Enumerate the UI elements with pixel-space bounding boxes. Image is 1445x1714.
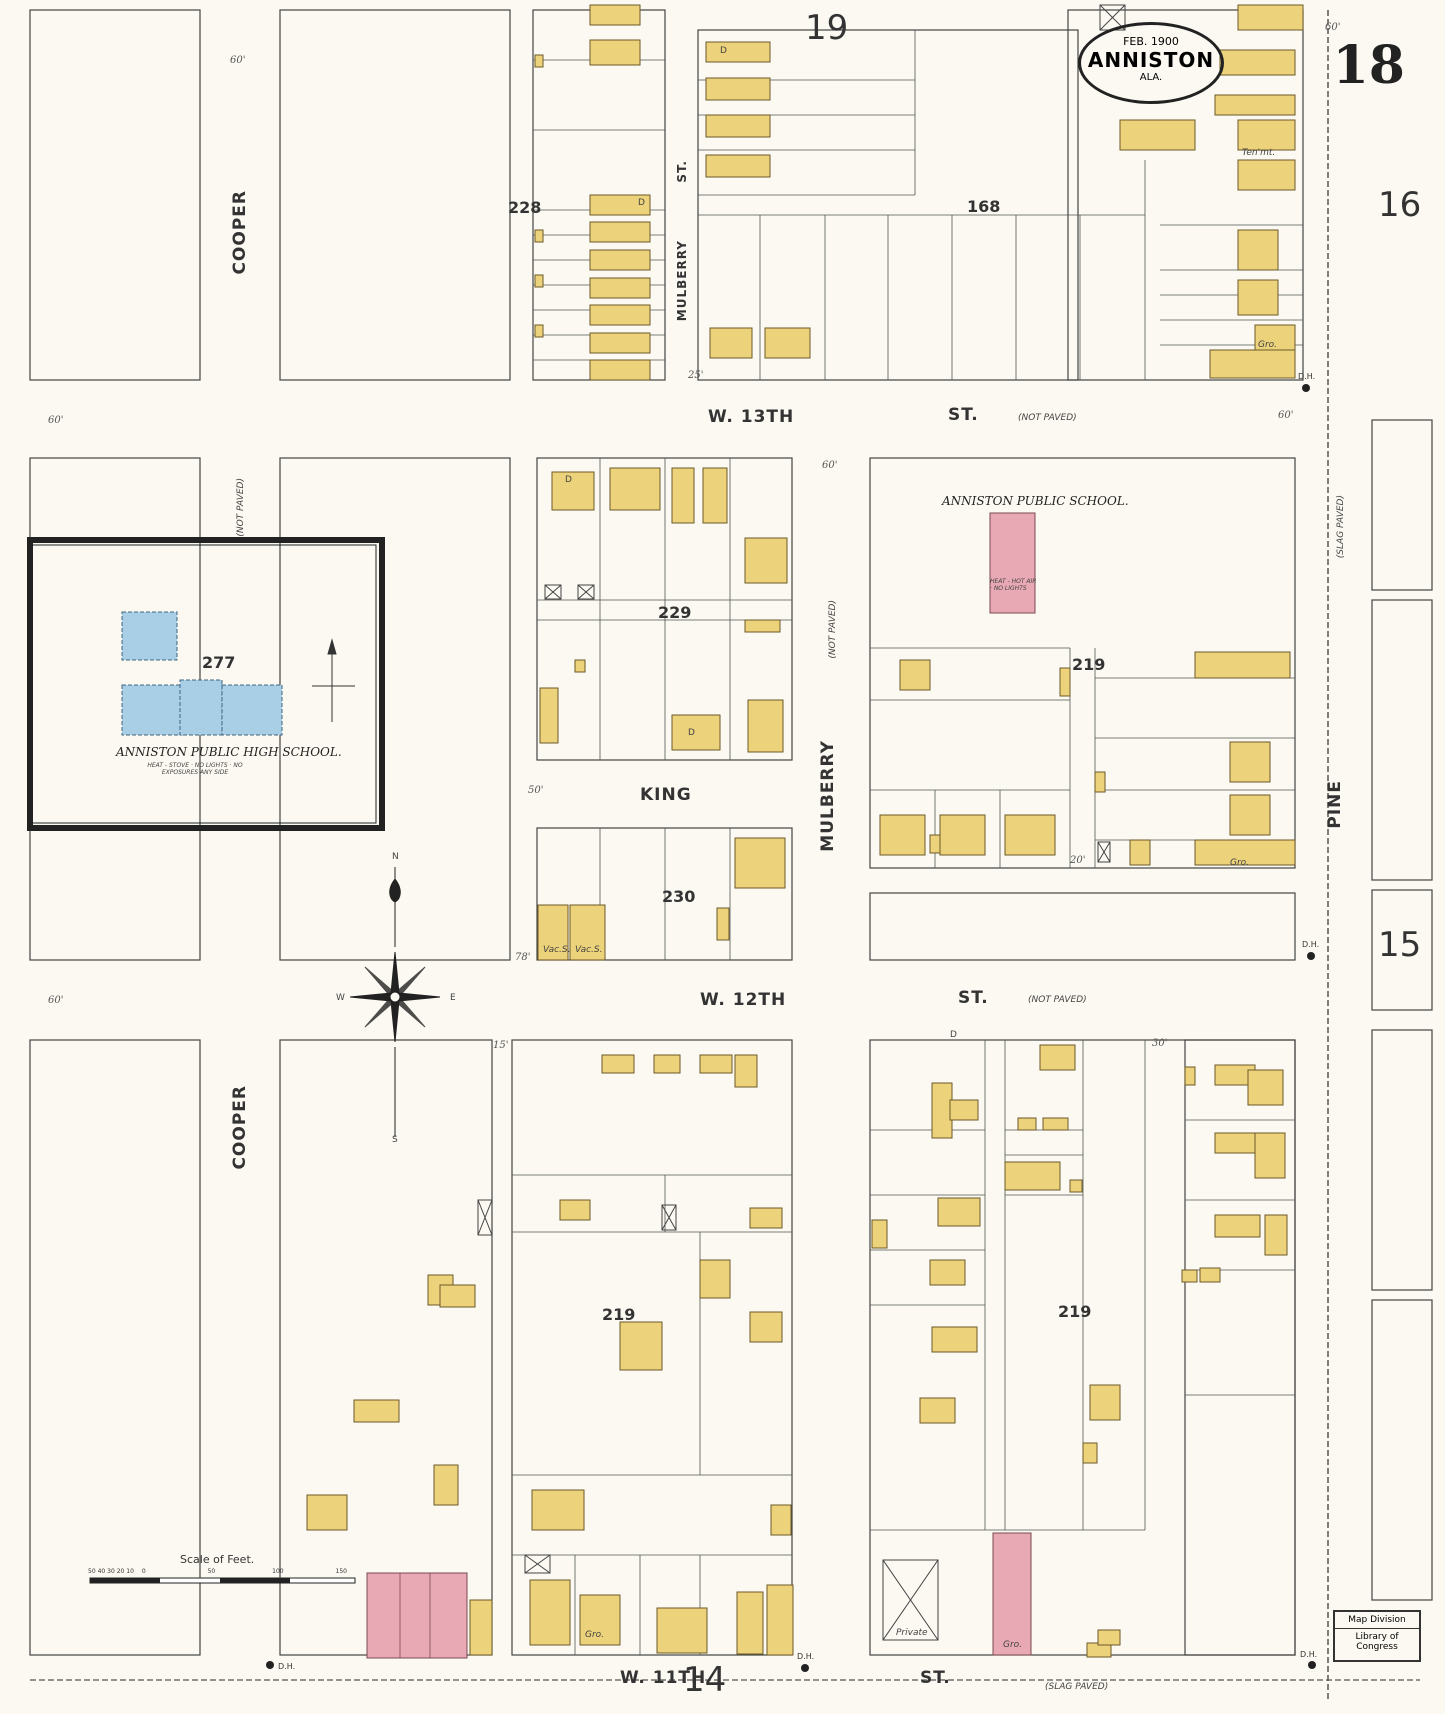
not-paved-w13: (NOT PAVED) bbox=[1018, 413, 1077, 423]
compass-rose bbox=[349, 867, 441, 1137]
tenement-label: Ten'mt. bbox=[1242, 148, 1276, 158]
map-state: ALA. bbox=[1139, 72, 1163, 83]
dwelling-label: D bbox=[720, 46, 727, 56]
dwelling-label: D bbox=[688, 728, 695, 738]
lot-width-label: 20' bbox=[1070, 855, 1086, 866]
scale-tick: 40 bbox=[97, 1568, 106, 1575]
compass-s: S bbox=[392, 1135, 398, 1145]
street-w12: W. 12TH bbox=[700, 990, 787, 1010]
grocery-label: Gro. bbox=[1230, 858, 1250, 868]
hydrant-label: D.H. bbox=[1300, 1650, 1318, 1659]
compass-e: E bbox=[450, 993, 456, 1003]
dwelling-label: D bbox=[950, 1030, 957, 1040]
map-date: FEB. 1900 bbox=[1123, 35, 1179, 48]
block-number-229: 229 bbox=[658, 603, 692, 622]
compass-w: W bbox=[336, 993, 345, 1003]
street-mulberry-upper: MULBERRY bbox=[675, 240, 689, 322]
street-width-label: 60' bbox=[48, 415, 64, 426]
high-school-note: HEAT - STOVE · NO LIGHTS · NO EXPOSURES … bbox=[147, 762, 243, 776]
hydrant-label: D.H. bbox=[1298, 372, 1316, 381]
scale-label: Scale of Feet. bbox=[180, 1553, 255, 1566]
not-paved-w12: (NOT PAVED) bbox=[1028, 995, 1087, 1005]
lot-width-label: 30' bbox=[1152, 1038, 1168, 1049]
street-cooper-top: COOPER bbox=[230, 190, 250, 275]
map-city: ANNISTON bbox=[1087, 48, 1215, 72]
grocery-label: Gro. bbox=[585, 1630, 605, 1640]
dwellings bbox=[306, 4, 1304, 1658]
sheds bbox=[477, 4, 1126, 1641]
street-cooper-bottom: COOPER bbox=[230, 1085, 250, 1170]
dwelling-label: D bbox=[565, 475, 572, 485]
block-number-277: 277 bbox=[202, 653, 236, 672]
adjacent-sheet-16: 16 bbox=[1378, 185, 1422, 225]
stamp-line-2: Library of Congress bbox=[1335, 1628, 1419, 1655]
compass-n: N bbox=[392, 852, 399, 862]
street-width-label: 60' bbox=[1325, 22, 1341, 33]
dwelling-label: D bbox=[638, 198, 645, 208]
street-mulberry-upper-st: ST. bbox=[675, 160, 689, 183]
sheet-number: 18 bbox=[1332, 35, 1405, 96]
hydrants bbox=[266, 384, 1316, 1672]
street-mulberry: MULBERRY bbox=[818, 740, 838, 852]
not-paved-mulberry: (NOT PAVED) bbox=[828, 600, 838, 659]
public-school-note: HEAT - HOT AIR · NO LIGHTS bbox=[990, 578, 1037, 592]
lot-width-label: 78' bbox=[515, 952, 531, 963]
block-number-230: 230 bbox=[662, 887, 696, 906]
lot-lines bbox=[512, 30, 1303, 1655]
scale-bar bbox=[89, 1577, 356, 1584]
street-width-label: 60' bbox=[822, 460, 838, 471]
hydrant-label: D.H. bbox=[278, 1662, 296, 1671]
vacant-store-label: Vac.S. bbox=[543, 945, 571, 955]
lot-width-label: 15' bbox=[493, 1040, 509, 1051]
block-number-219-lower-right: 219 bbox=[1058, 1302, 1092, 1321]
street-w12-st: ST. bbox=[958, 988, 989, 1008]
vacant-store-label: Vac.S. bbox=[575, 945, 603, 955]
scale-tick: 10 bbox=[126, 1568, 134, 1575]
street-width-label: 60' bbox=[48, 995, 64, 1006]
street-w11: W. 11TH bbox=[620, 1668, 707, 1688]
stone-buildings bbox=[121, 611, 283, 736]
street-w13: W. 13TH bbox=[708, 407, 795, 427]
scale-tick: 150 bbox=[335, 1568, 347, 1575]
street-width-label: 60' bbox=[230, 55, 246, 66]
slag-paved-pine: (SLAG PAVED) bbox=[1336, 495, 1346, 559]
high-school-label: ANNISTON PUBLIC HIGH SCHOOL. bbox=[116, 745, 342, 759]
map-title-cartouche: FEB. 1900 ANNISTON ALA. bbox=[1078, 22, 1224, 104]
adjacent-sheet-14: 14 bbox=[683, 1660, 727, 1700]
street-w13-st: ST. bbox=[948, 405, 979, 425]
hydrant-label: D.H. bbox=[1302, 940, 1320, 949]
scale-tick: 20 bbox=[116, 1568, 125, 1575]
block-number-219-upper: 219 bbox=[1072, 655, 1106, 674]
adjacent-sheet-19: 19 bbox=[805, 8, 849, 48]
lot-width-label: 50' bbox=[528, 785, 544, 796]
grocery-label: Gro. bbox=[1003, 1640, 1023, 1650]
scale-tick: 50 bbox=[207, 1568, 216, 1575]
block-number-228: 228 bbox=[508, 198, 542, 217]
scale-ticks: 50 40 30 20 10 0 50 100 150 bbox=[88, 1568, 347, 1575]
street-w11-st: ST. bbox=[920, 1668, 951, 1688]
street-pine: PINE bbox=[1325, 780, 1345, 829]
grocery-label: Gro. bbox=[1258, 340, 1278, 350]
street-king: KING bbox=[640, 785, 692, 805]
stamp-line-1: Map Division bbox=[1348, 1615, 1406, 1625]
scale-tick: 50 bbox=[88, 1568, 96, 1575]
slag-paved-w11: (SLAG PAVED) bbox=[1045, 1682, 1109, 1692]
private-label: Private bbox=[896, 1628, 928, 1638]
public-school-label: ANNISTON PUBLIC SCHOOL. bbox=[942, 494, 1129, 508]
block-number-219-lower-left: 219 bbox=[602, 1305, 636, 1324]
not-paved-cooper: (NOT PAVED) bbox=[236, 478, 246, 537]
brick-buildings bbox=[366, 512, 1036, 1659]
scale-tick: 0 bbox=[141, 1568, 146, 1575]
scale-tick: 100 bbox=[272, 1568, 284, 1575]
library-of-congress-stamp: Map Division Library of Congress bbox=[1333, 1610, 1421, 1662]
north-arrow bbox=[312, 638, 355, 722]
block-number-168: 168 bbox=[967, 197, 1001, 216]
adjacent-sheet-15: 15 bbox=[1378, 925, 1422, 965]
scale-tick: 30 bbox=[107, 1568, 115, 1575]
street-width-label: 60' bbox=[1278, 410, 1294, 421]
hydrant-label: D.H. bbox=[797, 1652, 815, 1661]
lot-width-label: 25' bbox=[688, 370, 704, 381]
